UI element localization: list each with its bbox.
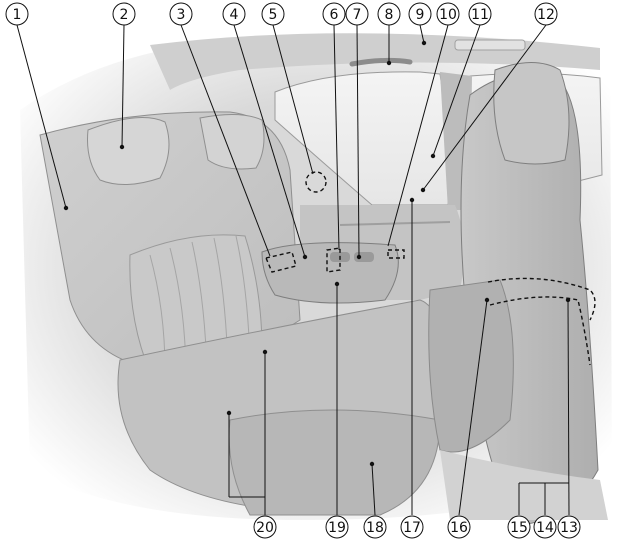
front-seat-lower — [428, 279, 514, 453]
callout-19: 19 — [325, 515, 349, 539]
center-armrest — [261, 242, 399, 304]
callout-17-label: 17 — [403, 520, 421, 536]
callout-9: 9 — [408, 2, 432, 26]
callout-14: 14 — [533, 515, 557, 539]
callout-3-label: 3 — [177, 7, 186, 23]
callout-2-label: 2 — [120, 7, 129, 23]
callout-5-label: 5 — [269, 7, 278, 23]
callout-12-label: 12 — [537, 7, 555, 23]
callout-4-label: 4 — [230, 7, 239, 23]
callout-14-label: 14 — [536, 520, 554, 536]
callout-18: 18 — [363, 515, 387, 539]
callout-11: 11 — [468, 2, 492, 26]
rear-headrest — [87, 117, 170, 185]
callout-8-label: 8 — [385, 7, 394, 23]
callout-20: 20 — [253, 515, 277, 539]
callout-13: 13 — [557, 515, 581, 539]
callout-5: 5 — [261, 2, 285, 26]
callout-6: 6 — [322, 2, 346, 26]
callout-7-label: 7 — [353, 7, 362, 23]
callout-7: 7 — [345, 2, 369, 26]
callout-badges: 1 2 3 4 5 6 7 8 9 10 11 12 13 14 15 16 1… — [5, 2, 581, 539]
callout-15-label: 15 — [510, 520, 528, 536]
callout-16: 16 — [447, 515, 471, 539]
callout-9-label: 9 — [416, 7, 425, 23]
callout-8: 8 — [377, 2, 401, 26]
callout-6-label: 6 — [330, 7, 339, 23]
marker-5 — [305, 171, 327, 193]
marker-10 — [387, 249, 405, 259]
overhead-light — [454, 39, 526, 51]
callout-16-label: 16 — [450, 520, 468, 536]
callout-11-label: 11 — [471, 7, 489, 23]
floor — [440, 450, 608, 520]
marker-3 — [265, 251, 297, 273]
marker-15 — [489, 296, 591, 366]
leader-dots — [63, 40, 571, 467]
highlight-markers — [265, 171, 596, 366]
callout-1: 1 — [5, 2, 29, 26]
marker-6 — [326, 247, 341, 273]
callout-17: 17 — [400, 515, 424, 539]
callout-20-label: 20 — [256, 520, 274, 536]
callout-12: 12 — [534, 2, 558, 26]
callout-4: 4 — [222, 2, 246, 26]
callout-13-label: 13 — [560, 520, 578, 536]
callout-19-label: 19 — [328, 520, 346, 536]
callout-10: 10 — [436, 2, 460, 26]
leader-lines — [16, 24, 570, 516]
callout-15: 15 — [507, 515, 531, 539]
callout-18-label: 18 — [366, 520, 384, 536]
rear-headrest-outer — [199, 114, 265, 170]
marker-13-14 — [487, 277, 596, 321]
callout-2: 2 — [112, 2, 136, 26]
callout-10-label: 10 — [439, 7, 457, 23]
front-headrest — [493, 62, 570, 165]
seat-cushion-front — [228, 409, 441, 516]
callout-1-label: 1 — [13, 7, 22, 23]
callout-3: 3 — [169, 2, 193, 26]
